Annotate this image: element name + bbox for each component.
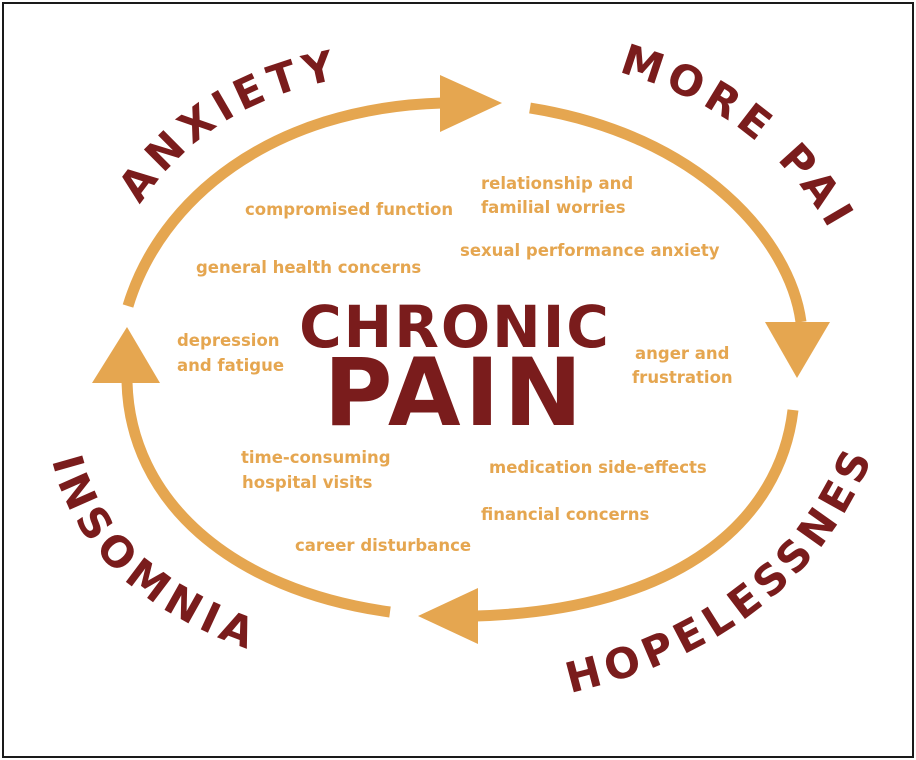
arrowhead-left-bottom: [418, 588, 478, 644]
factor-anger-line1: anger and: [635, 344, 729, 363]
factor-general-health: general health concerns: [196, 258, 421, 277]
factor-time-consuming-line1: time-consuming: [241, 448, 391, 467]
arrowhead-right-top: [440, 75, 502, 132]
center-title-pain: PAIN: [324, 339, 587, 448]
factor-depression-line2: and fatigue: [177, 356, 284, 375]
factor-anger-line2: frustration: [632, 368, 733, 387]
factor-list: compromised function relationship and fa…: [177, 174, 733, 555]
factor-time-consuming-line2: hospital visits: [242, 473, 373, 492]
factor-relationship-line2: familial worries: [481, 198, 626, 217]
factor-compromised-function: compromised function: [245, 200, 453, 219]
arrowhead-down-right: [765, 322, 830, 378]
factor-depression-line1: depression: [177, 331, 280, 350]
factor-relationship-line1: relationship and: [481, 174, 633, 193]
factor-career: career disturbance: [295, 536, 471, 555]
arrow-arc-bottom-right: [475, 409, 799, 622]
arrow-arc-top-left: [122, 97, 443, 308]
arrow-arc-top-right: [529, 102, 807, 323]
factor-medication: medication side-effects: [489, 458, 707, 477]
arrowhead-up-left: [92, 327, 160, 383]
factor-sexual-performance: sexual performance anxiety: [460, 241, 720, 260]
arrow-arc-bottom-left: [121, 381, 391, 618]
cycle-arrows: [92, 75, 830, 644]
center-title-chronic: CHRONIC: [299, 293, 611, 361]
factor-financial: financial concerns: [481, 505, 650, 524]
